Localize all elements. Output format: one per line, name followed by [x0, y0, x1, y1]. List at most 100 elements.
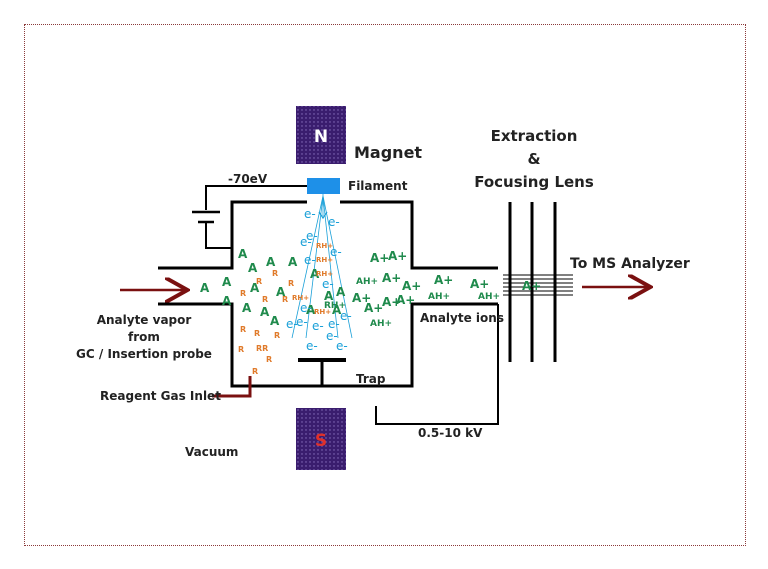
voltage-label: -70eV: [228, 172, 268, 186]
particle-r: R: [266, 355, 272, 364]
particle-a: A: [336, 285, 346, 299]
ion-beam-lines: [503, 274, 573, 296]
particle-electron: e-: [336, 339, 348, 353]
particle-a-plus: A+: [382, 295, 401, 309]
particle-rr: RR: [256, 344, 268, 353]
particle-a-plus-lens: A+: [522, 279, 541, 293]
particle-a-plus: A+: [352, 291, 371, 305]
particle-a-plus: A+: [470, 277, 489, 291]
reagent-molecules: R R R R R R R R R R RR R R RH+ RH+ RH+ R…: [238, 242, 346, 376]
analyte-vapor-label: Analyte vapor: [97, 313, 192, 327]
particle-r: R: [238, 345, 244, 354]
particle-r: R: [272, 269, 278, 278]
particle-electron: e-: [330, 245, 342, 259]
magnet-label: Magnet: [354, 143, 422, 162]
particle-a: A: [250, 281, 260, 295]
high-voltage-line: [375, 304, 499, 425]
trap-label: Trap: [356, 372, 386, 386]
particle-a: A: [310, 267, 320, 281]
particle-electron: e-: [306, 339, 318, 353]
particle-ah-plus: AH+: [478, 292, 500, 302]
particle-r: R: [254, 329, 260, 338]
particle-ah-plus: AH+: [428, 292, 450, 302]
voltage-kv-label: 0.5-10 kV: [418, 426, 483, 440]
particle-a: A: [238, 247, 248, 261]
particle-a: A: [270, 314, 280, 328]
particle-a: A: [248, 261, 258, 275]
particle-electron: e-: [340, 309, 352, 323]
extraction-amp-label: &: [527, 150, 540, 168]
particle-r: R: [240, 289, 246, 298]
particle-r: R: [256, 277, 262, 286]
particle-electron: e-: [328, 215, 340, 229]
analyte-ions-label: Analyte ions: [420, 311, 504, 325]
particle-electron: e-: [312, 319, 324, 333]
particle-a-plus: A+: [396, 293, 415, 307]
particle-a: A: [200, 281, 210, 295]
particle-a-plus: A+: [402, 279, 421, 293]
particle-ah-plus: AH+: [356, 277, 378, 287]
particle-rh-green: RH+: [324, 301, 346, 311]
reagent-gas-label: Reagent Gas Inlet: [100, 389, 221, 403]
electron-beam: [291, 194, 353, 339]
particle-electron: e-: [304, 253, 316, 267]
particle-rh: RH+: [316, 256, 333, 264]
particle-rh: RH+: [316, 270, 333, 278]
filament-label: Filament: [348, 179, 408, 193]
reagent-inlet-pipe: [212, 376, 252, 398]
particle-a: A: [222, 294, 232, 308]
particle-a: A: [324, 289, 334, 303]
particle-r: R: [262, 295, 268, 304]
magnet-north-label: N: [314, 127, 328, 147]
analyte-ion-cluster: A+ A+ AH+ A+ A+ A+ A+ A+ A+ AH+ A+ AH+ A…: [352, 249, 541, 329]
particle-r: R: [240, 325, 246, 334]
beam-arrow-icon: [318, 211, 328, 220]
analyte-molecules: A A A A A A A A A A A A A A A A A: [200, 247, 346, 328]
focusing-lens: [508, 202, 557, 362]
particle-ah-plus: AH+: [370, 319, 392, 329]
filament-circuit: [192, 185, 307, 249]
particle-a-plus: A+: [370, 251, 389, 265]
particle-a-plus: A+: [382, 271, 401, 285]
extraction-label: Extraction: [491, 127, 578, 145]
analyte-source-label: GC / Insertion probe: [76, 347, 212, 361]
particle-r: R: [252, 367, 258, 376]
particle-a: A: [288, 255, 298, 269]
magnet-north: [296, 106, 346, 164]
particle-electron: e-: [286, 317, 298, 331]
particle-electron: e-: [300, 235, 312, 249]
particle-a: A: [266, 255, 276, 269]
particle-electron: e-: [306, 229, 318, 243]
to-ms-analyzer-label: To MS Analyzer: [570, 256, 690, 272]
particle-a-plus: A+: [434, 273, 453, 287]
particle-electron: e-: [326, 329, 338, 343]
focusing-lens-label: Focusing Lens: [474, 173, 594, 191]
magnet-south-label: S: [315, 431, 327, 451]
particle-r: R: [274, 331, 280, 340]
diagram-border: [24, 24, 746, 546]
analyte-from-label: from: [128, 330, 160, 344]
particle-a: A: [260, 305, 270, 319]
particle-a-plus: A+: [364, 301, 383, 315]
particle-a: A: [242, 301, 252, 315]
particle-electron: e-: [328, 317, 340, 331]
particle-a: A: [276, 285, 286, 299]
particle-r: R: [282, 295, 288, 304]
particle-a: A: [332, 303, 342, 317]
particle-rh: RH+: [292, 294, 309, 302]
particle-electron: e-: [304, 207, 316, 221]
vacuum-label: Vacuum: [185, 445, 238, 459]
particle-electron: e-: [300, 301, 312, 315]
particle-a: A: [222, 275, 232, 289]
particle-rh: RH+: [316, 242, 333, 250]
particle-a: A: [306, 303, 316, 317]
particle-r: R: [288, 279, 294, 288]
trap: [298, 358, 346, 386]
magnet-south: [296, 408, 346, 470]
particle-a-plus: A+: [388, 249, 407, 263]
particle-electron: e-: [296, 315, 308, 329]
particle-rh: RH+: [314, 308, 331, 316]
particle-electron: e-: [322, 277, 334, 291]
filament: [307, 178, 340, 194]
